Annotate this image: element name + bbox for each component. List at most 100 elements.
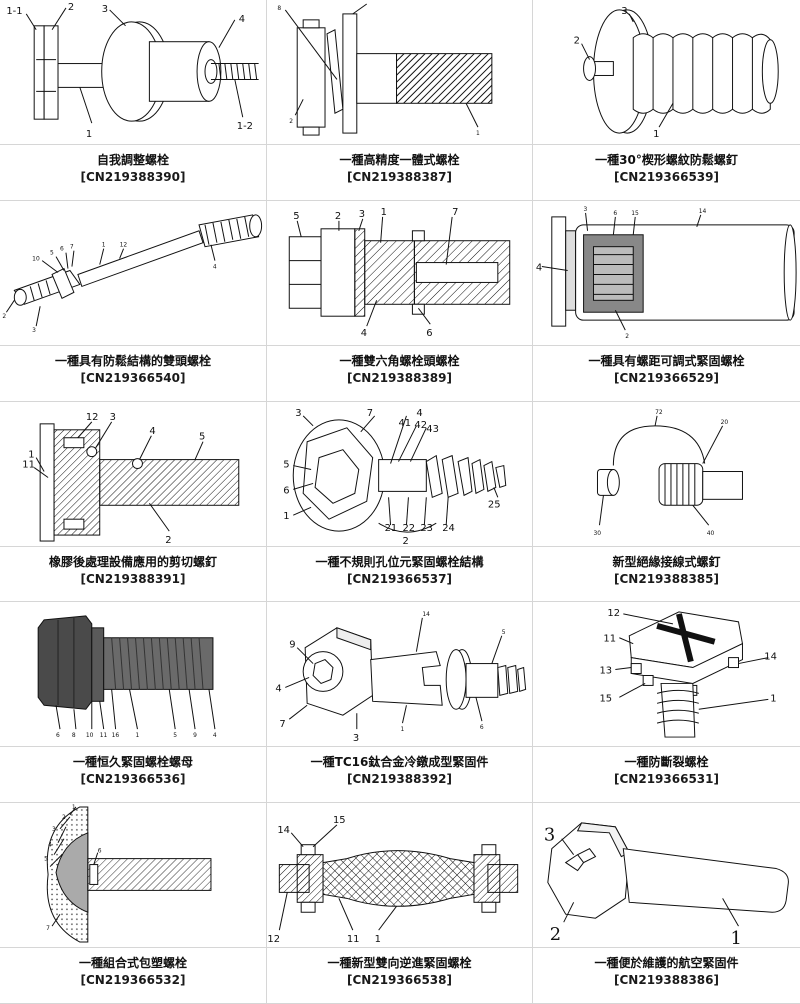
patent-caption: 一種新型雙向逆進緊固螺栓 [CN219366538] [267,955,532,989]
callout-label: 4 [213,732,217,739]
callout-label: 7 [367,407,373,418]
callout-label: 43 [426,423,439,434]
callout-label: 40 [707,530,715,537]
patent-card[interactable]: 8 1 2 一種高精度一體式螺栓 [CN219388387] [267,0,533,201]
callout-label: 2 [402,536,408,546]
callout-label: 15 [631,210,639,217]
callout-label: 7 [279,720,285,731]
callout-label: 3 [621,6,627,17]
patent-drawing: 7 4 41 42 43 3 5 6 1 25 21 22 23 24 2 [267,401,532,547]
patent-caption: 一種便於維護的航空緊固件 [CN219388386] [533,955,800,989]
callout-label: 2 [550,924,561,945]
patent-caption: 新型絕緣接線式螺釘 [CN219388385] [533,554,800,588]
callout-label: 1 [770,694,776,705]
patent-title: 自我調整螺栓 [96,153,169,167]
patent-card[interactable]: 3 2 1 一種30°楔形螺紋防鬆螺釘 [CN219366539] [533,0,800,201]
callout-label: 3 [52,826,56,833]
patent-title: 一種新型雙向逆進緊固螺栓 [327,956,472,971]
patent-card[interactable]: 3 6 15 14 4 2 一種具有螺距可調式緊固螺栓 [CN219366529… [533,200,800,402]
patent-title: 一種不規則孔位元緊固螺栓結構 [315,554,484,569]
callout-label: 11 [347,934,360,945]
patent-drawing: 3 2 1 [533,803,800,949]
callout-label: 1 [381,207,387,218]
callout-label: 6 [283,485,289,496]
callout-label: 4 [536,262,542,273]
patent-number: [CN219388387] [347,170,452,184]
callout-label: 1 [135,732,139,739]
callout-label: 1 [86,129,92,140]
callout-label: 1 [72,804,76,811]
callout-label: 5 [50,249,54,256]
callout-label: 5 [173,732,177,739]
patent-title: 一種防斷裂螺栓 [624,755,709,770]
callout-label: 20 [721,418,729,425]
patent-caption: 一種30°楔形螺紋防鬆螺釘 [CN219366539] [533,152,800,186]
callout-label: 2 [335,211,341,222]
patent-title: 新型絕緣接線式螺釘 [612,554,721,569]
callout-label: 14 [699,208,707,215]
patent-drawing: 12 11 13 14 15 1 [533,602,800,748]
callout-label: 6 [480,725,484,732]
callout-label: 22 [402,523,415,534]
patent-card[interactable]: 10 5 6 7 1 12 4 2 3 一種具有防鬆結構的雙頭螺栓 [CN219… [0,200,267,402]
patent-card[interactable]: 3 2 1 一種便於維護的航空緊固件 [CN219388386] [533,803,800,1004]
patent-card[interactable]: 72 20 30 40 新型絕緣接線式螺釘 [CN219388385] [533,401,800,603]
callout-label: 42 [414,419,427,430]
callout-label: 8 [72,732,76,739]
patent-number: [CN219366529] [614,370,719,385]
callout-label: 1 [283,511,289,522]
callout-label: 24 [442,523,455,534]
patent-card[interactable]: 7 4 41 42 43 3 5 6 1 25 21 22 23 24 2 一種… [267,401,533,603]
patent-title: 一種30°楔形螺紋防鬆螺釘 [595,153,738,167]
patent-caption: 一種TC16鈦合金冷鐓成型緊固件 [CN219388392] [267,754,532,788]
patent-title: 橡膠後處理設備應用的剪切螺釘 [48,554,217,569]
patent-card[interactable]: 1-1 2 3 4 1-2 1 自我調整螺栓 [CN219388390] [0,0,267,201]
patent-drawing: 14 5 9 4 7 3 1 6 [267,602,532,748]
callout-label: 3 [353,733,359,744]
patent-card[interactable]: 6 8 10 11 16 1 5 9 4 一種恒久緊固螺栓螺母 [CN21936… [0,602,267,804]
callout-label: 3 [102,4,108,15]
callout-label: 2 [165,535,171,546]
patent-drawing: 10 5 6 7 1 12 4 2 3 [0,200,266,346]
callout-label: 12 [267,934,280,945]
callout-label: 1 [653,129,659,140]
callout-label: 2 [68,2,74,13]
callout-label: 1 [102,241,106,248]
patent-number: [CN219366532] [80,973,186,988]
callout-label: 2 [2,313,6,320]
patent-card[interactable]: 12 3 4 5 1 11 2 橡膠後處理設備應用的剪切螺釘 [CN219388… [0,401,267,603]
patent-card[interactable]: 14 5 9 4 7 3 1 6 一種TC16鈦合金冷鐓成型緊固件 [CN219… [267,602,533,804]
callout-label: 2 [574,36,580,47]
callout-label: 13 [599,666,612,677]
patent-drawing: 8 1 2 [267,0,532,145]
patent-number: [CN219388390] [80,170,186,184]
callout-label: 3 [110,411,116,422]
patent-title: 一種具有螺距可調式緊固螺栓 [588,353,745,368]
callout-label: 4 [213,263,217,270]
callout-label: 16 [112,732,120,739]
callout-label: 12 [86,411,99,422]
callout-label: 7 [46,925,50,932]
patent-caption: 一種雙六角螺栓頭螺栓 [CN219388389] [267,353,532,387]
callout-label: 6 [613,210,617,217]
patent-card[interactable]: 12 11 13 14 15 1 一種防斷裂螺栓 [CN219366531] [533,602,800,804]
callout-label: 12 [607,608,620,619]
callout-label: 2 [62,814,66,821]
callout-label: 14 [764,652,777,663]
patent-caption: 自我調整螺栓 [CN219388390] [0,152,266,186]
patent-card[interactable]: 5 2 3 1 7 4 6 一種雙六角螺栓頭螺栓 [CN219388389] [267,200,533,402]
callout-label: 6 [60,245,64,252]
patent-card[interactable]: 1 2 3 4 5 6 7 一種組合式包塑螺栓 [CN219366532] [0,803,267,1004]
patent-number: [CN219388389] [347,370,452,385]
callout-label: 1 [375,934,381,945]
patent-caption: 一種不規則孔位元緊固螺栓結構 [CN219366537] [267,554,532,588]
patent-caption: 一種防斷裂螺栓 [CN219366531] [533,754,800,788]
patent-drawing: 72 20 30 40 [533,401,800,547]
patent-number: [CN219388385] [614,571,719,586]
patent-caption: 一種高精度一體式螺栓 [CN219388387] [267,152,532,186]
callout-label: 4 [416,407,422,418]
patent-card[interactable]: 14 15 12 11 1 一種新型雙向逆進緊固螺栓 [CN219366538] [267,803,533,1004]
patent-title: 一種組合式包塑螺栓 [78,956,187,971]
callout-label: 7 [452,207,458,218]
